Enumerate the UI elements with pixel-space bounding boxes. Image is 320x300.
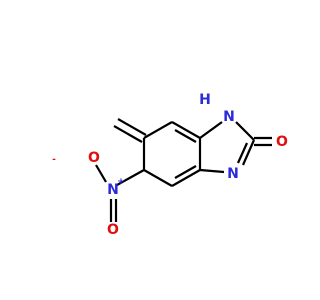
nitro-oxygen-label: O bbox=[107, 222, 119, 238]
nitro-oxygen-minus-label: O bbox=[88, 150, 100, 166]
methylidene-bond-1 bbox=[117, 118, 147, 136]
ring-bond-c3a-c4 bbox=[171, 169, 201, 187]
nitro-nitrogen-charge: + bbox=[117, 177, 125, 187]
nitro-c-n-bond bbox=[116, 169, 145, 186]
nitro-nitrogen-label: N bbox=[107, 182, 119, 198]
nitro-n-o-single bbox=[95, 164, 107, 183]
ring-nitrogen-label: N bbox=[227, 166, 239, 182]
ring-bond-c3a-c4-inner bbox=[174, 165, 197, 179]
ring-bond-c4-c5 bbox=[143, 169, 173, 187]
nh-hydrogen-label: H bbox=[199, 92, 211, 108]
ring-bond-c6-c7 bbox=[143, 121, 173, 139]
ring-bond-n3-c3a bbox=[199, 168, 225, 174]
carbonyl-oxygen-label: O bbox=[276, 134, 288, 150]
benzimidazolone-structure-diagram: H N O N N + O - O bbox=[52, 92, 288, 238]
ring-bond-c7-c7a bbox=[171, 121, 201, 139]
methylidene-bond-2 bbox=[113, 125, 143, 143]
ring-bond-c7-c7a-inner bbox=[174, 129, 197, 143]
ring-bond-c2-n3 bbox=[241, 139, 256, 166]
nh-nitrogen-label: N bbox=[223, 109, 235, 125]
nitro-oxygen-charge: - bbox=[52, 155, 56, 165]
ring-bond-c7a-n1 bbox=[199, 121, 223, 139]
ring-bond-n1-c2 bbox=[235, 121, 255, 141]
ring-bond-c2-n3-inner bbox=[236, 142, 249, 164]
